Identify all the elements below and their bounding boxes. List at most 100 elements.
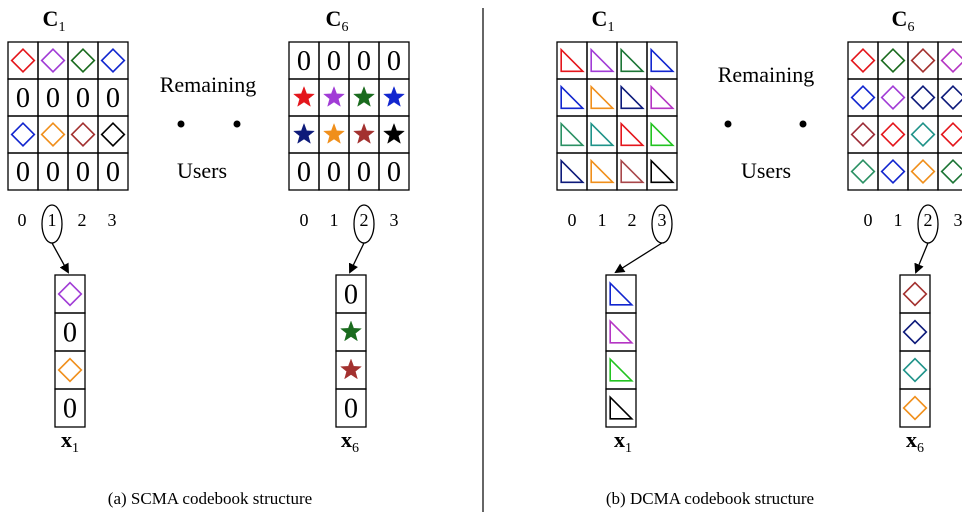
panel-b-right-grid-diamond-icon <box>850 85 876 110</box>
panel-a-left-grid-diamond-icon <box>10 122 36 147</box>
panel-b-left-vector-triangle-icon <box>609 319 634 344</box>
panel-a-right-vector-zero: 0 <box>344 394 358 425</box>
panel-b-left-grid-cell <box>616 152 648 191</box>
panel-a-caption: (a) SCMA codebook structure <box>108 489 312 508</box>
panel-a-right-vector-entry <box>335 312 367 352</box>
panel-a-right-col-label: 3 <box>390 210 399 230</box>
panel-b: (b) DCMA codebook structure C1 C6 Remain… <box>556 6 962 508</box>
panel-b-right-vector-sub: 6 <box>917 441 924 456</box>
panel-a-right-grid-cell: 0 <box>348 41 380 80</box>
panel-a-left-grid-cell <box>7 115 39 154</box>
panel-b-right-grid-diamond-icon <box>940 159 962 184</box>
panel-a-left-vector-entry: 0 <box>54 388 86 428</box>
panel-b-left-grid-triangle-icon <box>560 84 585 110</box>
panel-a-left-grid-cell <box>37 115 69 154</box>
panel-a-left-grid-diamond-icon <box>70 122 96 147</box>
panel-a-left-grid-zero: 0 <box>16 157 30 188</box>
panel-a-right-grid-zero: 0 <box>297 46 311 77</box>
panel-b-right-grid-diamond-icon <box>940 48 962 73</box>
panel-a-left-grid-cell <box>97 115 129 154</box>
panel-a-right-grid-star-icon <box>293 85 315 107</box>
panel-b-left-grid-cell <box>646 152 678 191</box>
panel-a-left-grid-diamond-icon <box>70 48 96 73</box>
panel-b-right-vector-label: x6 <box>906 427 924 456</box>
panel-b-right-vector-diamond-icon <box>902 319 928 345</box>
panel-b-left-vector-entry <box>605 274 637 314</box>
panel-a-right-vector-label: x6 <box>341 427 359 456</box>
panel-b-left-grid-triangle-icon <box>650 158 675 184</box>
panel-b-right-grid-diamond-icon <box>850 48 876 73</box>
panel-a-left-vector: 00 <box>54 274 86 428</box>
panel-a-left-vector-entry: 0 <box>54 312 86 352</box>
panel-a-right-vector-entry <box>335 350 367 390</box>
panel-b-left-vector-label: x1 <box>614 427 632 456</box>
panel-a-left-grid-zero: 0 <box>16 83 30 114</box>
panel-b-left-grid-triangle-icon <box>560 121 585 147</box>
panel-b-left-grid-cell <box>616 78 648 117</box>
panel-a-right-grid-cell <box>288 115 320 154</box>
panel-a-right-grid-zero: 0 <box>387 157 401 188</box>
panel-a-right-vector-entry: 0 <box>335 274 367 314</box>
panel-b-right-vector-diamond-icon <box>902 357 928 383</box>
panel-b-left-vector-sub: 1 <box>625 441 632 456</box>
panel-b-remaining-label: Remaining <box>718 62 815 87</box>
panel-b-left-vector <box>605 274 637 428</box>
panel-b-right-grid-cell <box>877 152 909 191</box>
panel-b-right-grid-cell <box>877 115 909 154</box>
panel-b-left-codebook-sub: 1 <box>607 20 614 35</box>
panel-a-left-codebook-title: C1 <box>43 6 66 35</box>
panel-b-right-grid-cell <box>847 152 879 191</box>
panel-a-right-grid-star-icon <box>353 85 375 107</box>
panel-a-left-codebook-sub: 1 <box>58 20 65 35</box>
panel-a-left-grid-cell-border <box>97 152 129 191</box>
panel-b-left-col-label: 0 <box>568 210 577 230</box>
panel-a-right-col-label: 0 <box>300 210 309 230</box>
panel-b-right-grid-diamond-icon <box>880 85 906 110</box>
panel-b-right-vector-entry <box>899 388 931 428</box>
panel-b-left-grid-cell <box>586 115 618 154</box>
panel-a-left-grid-zero: 0 <box>76 157 90 188</box>
panel-a-right-vector-star-icon <box>340 320 362 342</box>
panel-b-right-vector <box>899 274 931 428</box>
panel-a-right-grid-star-icon <box>353 122 375 144</box>
panel-b-right-col-label: 1 <box>894 210 903 230</box>
panel-a-left-vector-entry <box>54 350 86 390</box>
panel-a-left-grid-cell: 0 <box>7 152 39 191</box>
panel-a-left-col-label: 0 <box>18 210 27 230</box>
panel-a-left-grid-diamond-icon <box>10 48 36 73</box>
panel-b-left-grid-cell <box>616 41 648 80</box>
panel-a-left-grid-zero: 0 <box>106 83 120 114</box>
panel-b-right-vector-entry <box>899 312 931 352</box>
panel-b-right-grid-diamond-icon <box>910 85 936 110</box>
panel-a-right-grid-cell <box>348 78 380 117</box>
panel-b-left-grid-cell <box>646 115 678 154</box>
panel-b-left-grid-triangle-icon <box>560 47 585 73</box>
panel-b-left-grid-cell <box>586 41 618 80</box>
panel-b-left-grid-cell <box>616 115 648 154</box>
panel-a-users-label: Users <box>177 158 227 183</box>
panel-a-left-col-label: 2 <box>78 210 87 230</box>
panel-a-left-grid-zero: 0 <box>46 83 60 114</box>
panel-b-right-codebook-title: C6 <box>892 6 915 35</box>
panel-b-ellipsis-dot-right <box>799 120 807 128</box>
panel-a-left-grid-cell: 0 <box>97 78 129 117</box>
panel-b-left-grid-cell-border <box>646 152 678 191</box>
panel-a-right-grid-star-icon <box>383 85 405 107</box>
panel-a-right-grid-cell <box>318 78 350 117</box>
panel-a-left-grid-cell: 0 <box>37 78 69 117</box>
panel-b-left-grid-cell <box>556 115 588 154</box>
panel-a-left-grid-cell <box>67 41 99 80</box>
panel-a-right-vector-star-icon <box>340 358 362 380</box>
panel-b-left-grid-triangle-icon <box>590 47 615 73</box>
panel-b-left-grid-cell <box>646 41 678 80</box>
panel-b-left-grid <box>556 41 678 191</box>
panel-a-left-grid-diamond-icon <box>100 48 126 73</box>
panel-b-left-grid-cell <box>556 152 588 191</box>
panel-a-right-grid-star-icon <box>323 85 345 107</box>
panel-b-right-grid-cell <box>937 152 962 191</box>
